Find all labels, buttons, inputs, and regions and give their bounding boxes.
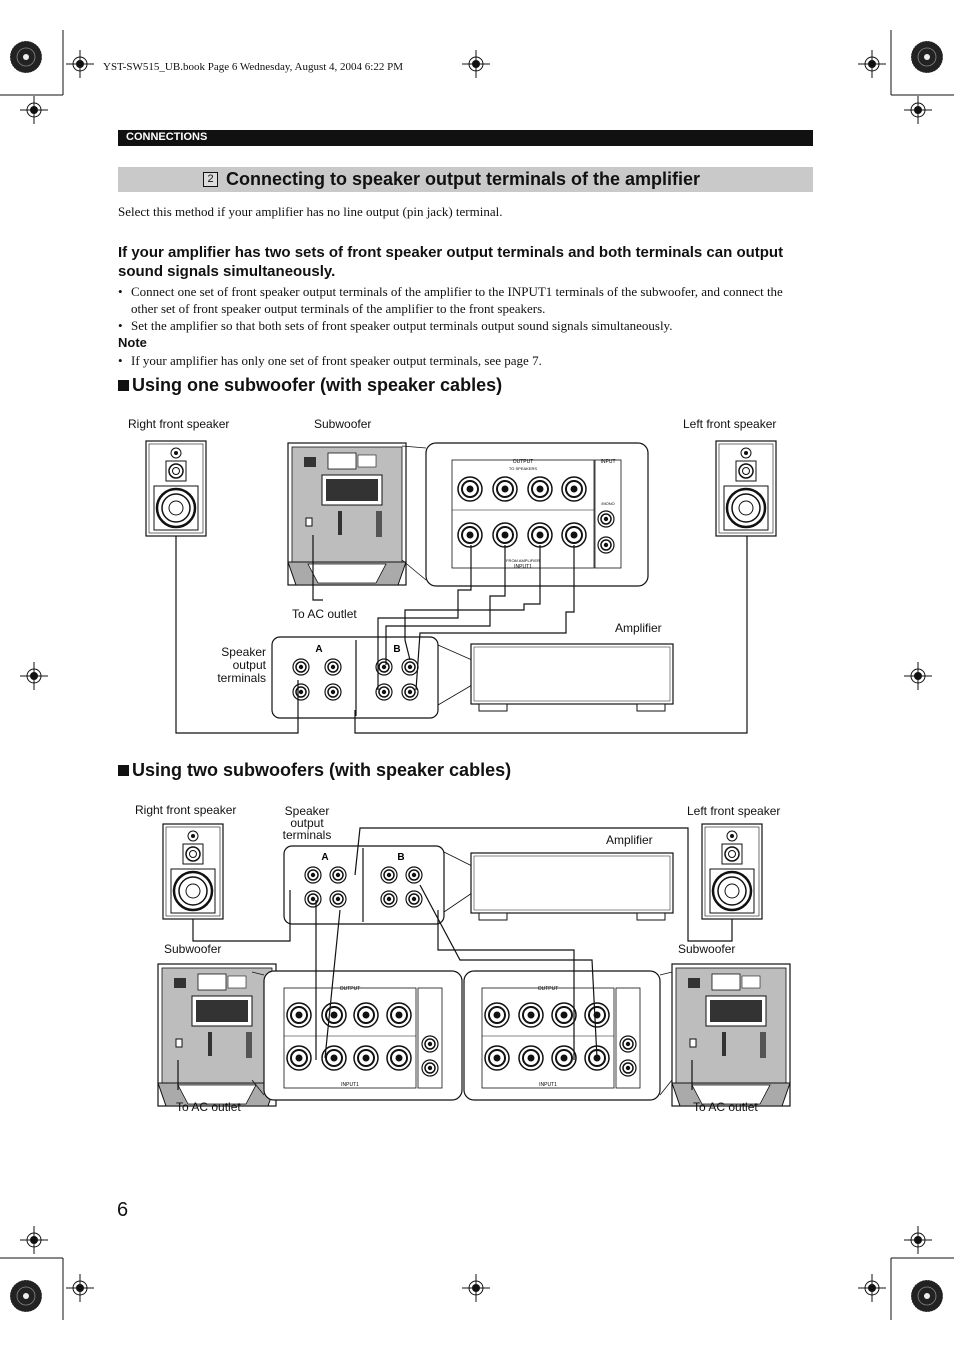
subwoofer-left-icon: [157, 963, 277, 1107]
bullet-dot: •: [118, 353, 123, 368]
registration-crosshair-icon: [19, 661, 49, 691]
d1-ac-outlet-label: To AC outlet: [292, 607, 357, 621]
subwoofer-icon: [287, 442, 407, 586]
bullet-dot: •: [118, 284, 123, 299]
svg-text:FROM AMPLIFIER: FROM AMPLIFIER: [506, 558, 540, 563]
svg-text:INPUT: INPUT: [601, 459, 616, 465]
registration-sunburst-icon: [9, 1279, 43, 1313]
registration-crosshair-icon: [65, 1273, 95, 1303]
section-heading-one-text: Using one subwoofer (with speaker cables…: [132, 375, 503, 395]
note-bullet-text: If your amplifier has only one set of fr…: [131, 353, 542, 368]
page-title: 2 Connecting to speaker output terminals…: [118, 167, 813, 192]
svg-text:TO SPEAKERS: TO SPEAKERS: [509, 466, 537, 471]
registration-sunburst-icon: [910, 40, 944, 74]
section-heading-two-text: Using two subwoofers (with speaker cable…: [132, 760, 512, 780]
right-front-speaker-icon: [144, 439, 208, 538]
registration-sunburst-icon: [910, 1279, 944, 1313]
diagram-two-subwoofers: A B OUTPUT INPUT1 OUTPUT INPUT1: [157, 822, 791, 1107]
d2-subwoofer-right-label: Subwoofer: [678, 942, 736, 956]
svg-text:B: B: [393, 644, 400, 655]
subwoofer-right-icon: [671, 963, 791, 1107]
amplifier-icon: [470, 852, 674, 921]
d2-ac-outlet-right-label: To AC outlet: [693, 1100, 758, 1114]
right-front-speaker-icon: [161, 822, 225, 921]
svg-text:INPUT1: INPUT1: [341, 1082, 359, 1088]
registration-crosshair-icon: [19, 1225, 49, 1255]
section-tab-bar: CONNECTIONS: [118, 130, 813, 146]
left-front-speaker-icon: [700, 822, 764, 921]
d2-speaker-output-terminals-label: Speaker output terminals: [282, 804, 332, 842]
intro-paragraph: Select this method if your amplifier has…: [118, 204, 503, 219]
speaker-cables: [177, 827, 733, 1090]
page-title-text: Connecting to speaker output terminals o…: [226, 169, 701, 189]
svg-text:/MONO: /MONO: [601, 501, 615, 506]
registration-crosshair-icon: [461, 49, 491, 79]
bullet-2-text: Set the amplifier so that both sets of f…: [131, 318, 673, 333]
square-bullet-icon: [118, 380, 129, 391]
d1-right-front-speaker-label: Right front speaker: [128, 417, 230, 431]
d1-subwoofer-label: Subwoofer: [314, 417, 372, 431]
d1-speaker-output-terminals-label: Speaker output terminals: [217, 645, 266, 685]
d2-ac-outlet-left-label: To AC outlet: [176, 1100, 241, 1114]
d1-left-front-speaker-label: Left front speaker: [683, 417, 777, 431]
d2-subwoofer-left-label: Subwoofer: [164, 942, 222, 956]
crop-marks: [0, 30, 954, 1320]
registration-crosshair-icon: [461, 1273, 491, 1303]
print-header: YST-SW515_UB.book Page 6 Wednesday, Augu…: [103, 61, 403, 73]
d1-amplifier-label: Amplifier: [615, 621, 662, 635]
bullet-1-text: Connect one set of front speaker output …: [131, 284, 783, 316]
section-heading-one-subwoofer: Using one subwoofer (with speaker cables…: [118, 375, 502, 396]
svg-text:B: B: [397, 852, 404, 863]
step-number-badge: 2: [203, 172, 218, 187]
registration-crosshair-icon: [903, 1225, 933, 1255]
d2-right-front-speaker-label: Right front speaker: [135, 803, 237, 817]
registration-sunburst-icon: [9, 40, 43, 74]
svg-text:OUTPUT: OUTPUT: [340, 986, 361, 992]
subheading: If your amplifier has two sets of front …: [118, 244, 784, 280]
left-front-speaker-icon: [714, 439, 778, 538]
note-bullet: • If your amplifier has only one set of …: [118, 352, 798, 369]
registration-crosshair-icon: [903, 661, 933, 691]
d2-amplifier-label: Amplifier: [606, 833, 653, 847]
svg-text:OUTPUT: OUTPUT: [513, 459, 534, 465]
registration-crosshair-icon: [65, 49, 95, 79]
page-number: 6: [117, 1199, 129, 1221]
bullet-2: • Set the amplifier so that both sets of…: [118, 317, 798, 334]
registration-crosshair-icon: [903, 95, 933, 125]
svg-text:INPUT1: INPUT1: [514, 564, 532, 570]
svg-text:A: A: [315, 644, 322, 655]
registration-crosshair-icon: [19, 95, 49, 125]
svg-text:A: A: [321, 852, 328, 863]
amplifier-icon: [470, 643, 674, 712]
diagram-one-subwoofer: OUTPUT TO SPEAKERS FROM AMPLIFIER INPUT1…: [144, 439, 778, 734]
svg-text:OUTPUT: OUTPUT: [538, 986, 559, 992]
speaker-cables: [175, 535, 748, 734]
square-bullet-icon: [118, 765, 129, 776]
bullet-1: • Connect one set of front speaker outpu…: [118, 283, 798, 317]
svg-text:INPUT1: INPUT1: [539, 1082, 557, 1088]
registration-crosshair-icon: [857, 1273, 887, 1303]
section-heading-two-subwoofers: Using two subwoofers (with speaker cable…: [118, 760, 511, 781]
section-tab-label: CONNECTIONS: [126, 131, 208, 143]
bullet-dot: •: [118, 318, 123, 333]
registration-crosshair-icon: [857, 49, 887, 79]
d2-left-front-speaker-label: Left front speaker: [687, 804, 781, 818]
note-label: Note: [118, 335, 147, 350]
